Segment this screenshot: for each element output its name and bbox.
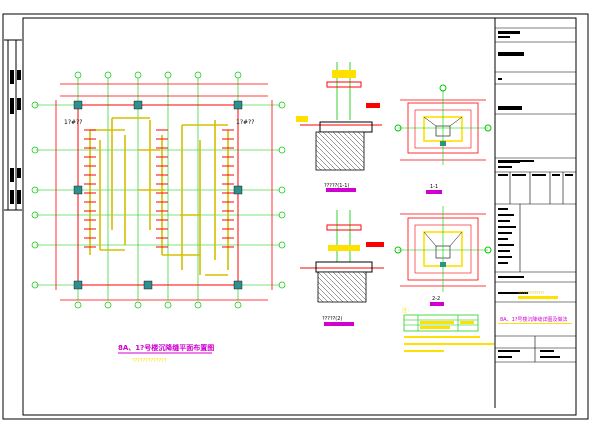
grid-bubble-left bbox=[31, 186, 39, 194]
detail-b-title: 2-2 bbox=[432, 296, 440, 302]
grid-bubble-bottom bbox=[134, 301, 142, 309]
structural-column bbox=[233, 280, 243, 290]
hatch-line bbox=[315, 139, 347, 171]
hatch-line bbox=[332, 131, 365, 164]
hatch-line bbox=[342, 131, 365, 154]
plan-note: ????????????? bbox=[132, 358, 167, 364]
hatch-line bbox=[315, 154, 332, 171]
grid-bubble-right bbox=[278, 186, 286, 194]
detail-a-title: 1-1 bbox=[430, 184, 438, 190]
grid-bubble-right bbox=[278, 241, 286, 249]
grid-bubble-left bbox=[31, 146, 39, 154]
plan-title: 8A、1?号楼沉降缝平面布置图 bbox=[118, 343, 214, 352]
hatch-line bbox=[322, 131, 362, 171]
grid-bubble-bottom bbox=[74, 301, 82, 309]
structural-column bbox=[73, 100, 83, 110]
section-detail-upper: ?????(1-1) bbox=[296, 62, 382, 192]
title-block bbox=[495, 27, 576, 363]
detail-lower: 2-2 bbox=[394, 206, 492, 306]
hatch-line bbox=[317, 281, 339, 303]
grid-bubble-right bbox=[278, 101, 286, 109]
notes-label: 注： bbox=[402, 307, 412, 314]
hatch-line bbox=[317, 296, 324, 303]
plan-left-label: 1?#?? bbox=[64, 119, 82, 126]
hatch-line bbox=[337, 131, 365, 159]
hatch-line bbox=[322, 271, 354, 303]
grid-bubble-left bbox=[31, 101, 39, 109]
hatch-line bbox=[315, 164, 322, 171]
hatch-line bbox=[317, 286, 334, 303]
grid-bubble-bottom bbox=[234, 301, 242, 309]
hatch-line bbox=[357, 271, 367, 281]
title-block-stamp-bar bbox=[518, 296, 558, 299]
title-block-stamp: ?????????????? bbox=[518, 291, 544, 295]
title-block-fills bbox=[498, 31, 573, 358]
title-block-name-underline bbox=[498, 323, 572, 324]
section-detail-lower: ?????(2) bbox=[300, 210, 384, 326]
structural-column bbox=[73, 185, 83, 195]
grid-bubble-top bbox=[104, 71, 112, 79]
hatch-line bbox=[315, 134, 352, 171]
title-block-drawing-name: 8A、1?号楼沉降缝详图及做法 bbox=[500, 316, 567, 323]
binding-strip bbox=[4, 39, 22, 211]
grid-bubble-right bbox=[278, 211, 286, 219]
hatch-line bbox=[315, 159, 327, 171]
hatch-line bbox=[317, 291, 329, 303]
plan-dimension-lines bbox=[55, 83, 273, 301]
grid-bubble-top bbox=[234, 71, 242, 79]
hatch-line bbox=[347, 271, 367, 291]
hatch-line bbox=[327, 271, 359, 303]
grid-bubble-bottom bbox=[104, 301, 112, 309]
hatch-line bbox=[357, 131, 365, 139]
structural-column bbox=[73, 280, 83, 290]
hatch-line bbox=[315, 144, 342, 171]
hatch-line bbox=[342, 271, 367, 296]
hatch-line bbox=[362, 131, 365, 134]
grid-bubble-top bbox=[164, 71, 172, 79]
structural-column bbox=[233, 185, 243, 195]
hatch-line bbox=[327, 131, 365, 169]
grid-bubble-left bbox=[31, 281, 39, 289]
plan-right-label: 1?#?? bbox=[236, 119, 254, 126]
hatch-line bbox=[317, 271, 349, 303]
detail-upper: 1-1 bbox=[394, 84, 492, 194]
hatch-line bbox=[315, 149, 337, 171]
grid-bubble-right bbox=[278, 281, 286, 289]
hatch-line bbox=[352, 271, 367, 286]
grid-bubble-top bbox=[74, 71, 82, 79]
grid-bubble-left bbox=[31, 211, 39, 219]
structural-column bbox=[233, 100, 243, 110]
plan-view: 1?#?? 1?#?? 8A、1?号楼沉降缝平面布置图 ????????????… bbox=[31, 71, 286, 364]
grid-bubble-right bbox=[278, 146, 286, 154]
hatch-line bbox=[347, 131, 365, 149]
grid-bubble-top bbox=[194, 71, 202, 79]
hatch-line bbox=[352, 131, 365, 144]
hatch-line bbox=[332, 271, 364, 303]
plan-outline bbox=[77, 104, 239, 286]
section-b-title: ?????(2) bbox=[322, 316, 342, 322]
hatch-line bbox=[317, 276, 344, 303]
grid-bubble-top bbox=[134, 71, 142, 79]
grid-bubble-left bbox=[31, 241, 39, 249]
structural-column bbox=[133, 100, 143, 110]
grid-bubble-bottom bbox=[194, 301, 202, 309]
section-a-title: ?????(1-1) bbox=[324, 183, 349, 189]
hatch-line bbox=[337, 271, 367, 301]
grid-bubble-bottom bbox=[164, 301, 172, 309]
structural-column bbox=[143, 280, 153, 290]
inner-frame bbox=[22, 17, 577, 416]
outer-frame bbox=[2, 13, 589, 420]
hatch-line bbox=[317, 131, 357, 171]
notes-table: 注： bbox=[402, 307, 494, 352]
hatch-line bbox=[362, 271, 367, 276]
